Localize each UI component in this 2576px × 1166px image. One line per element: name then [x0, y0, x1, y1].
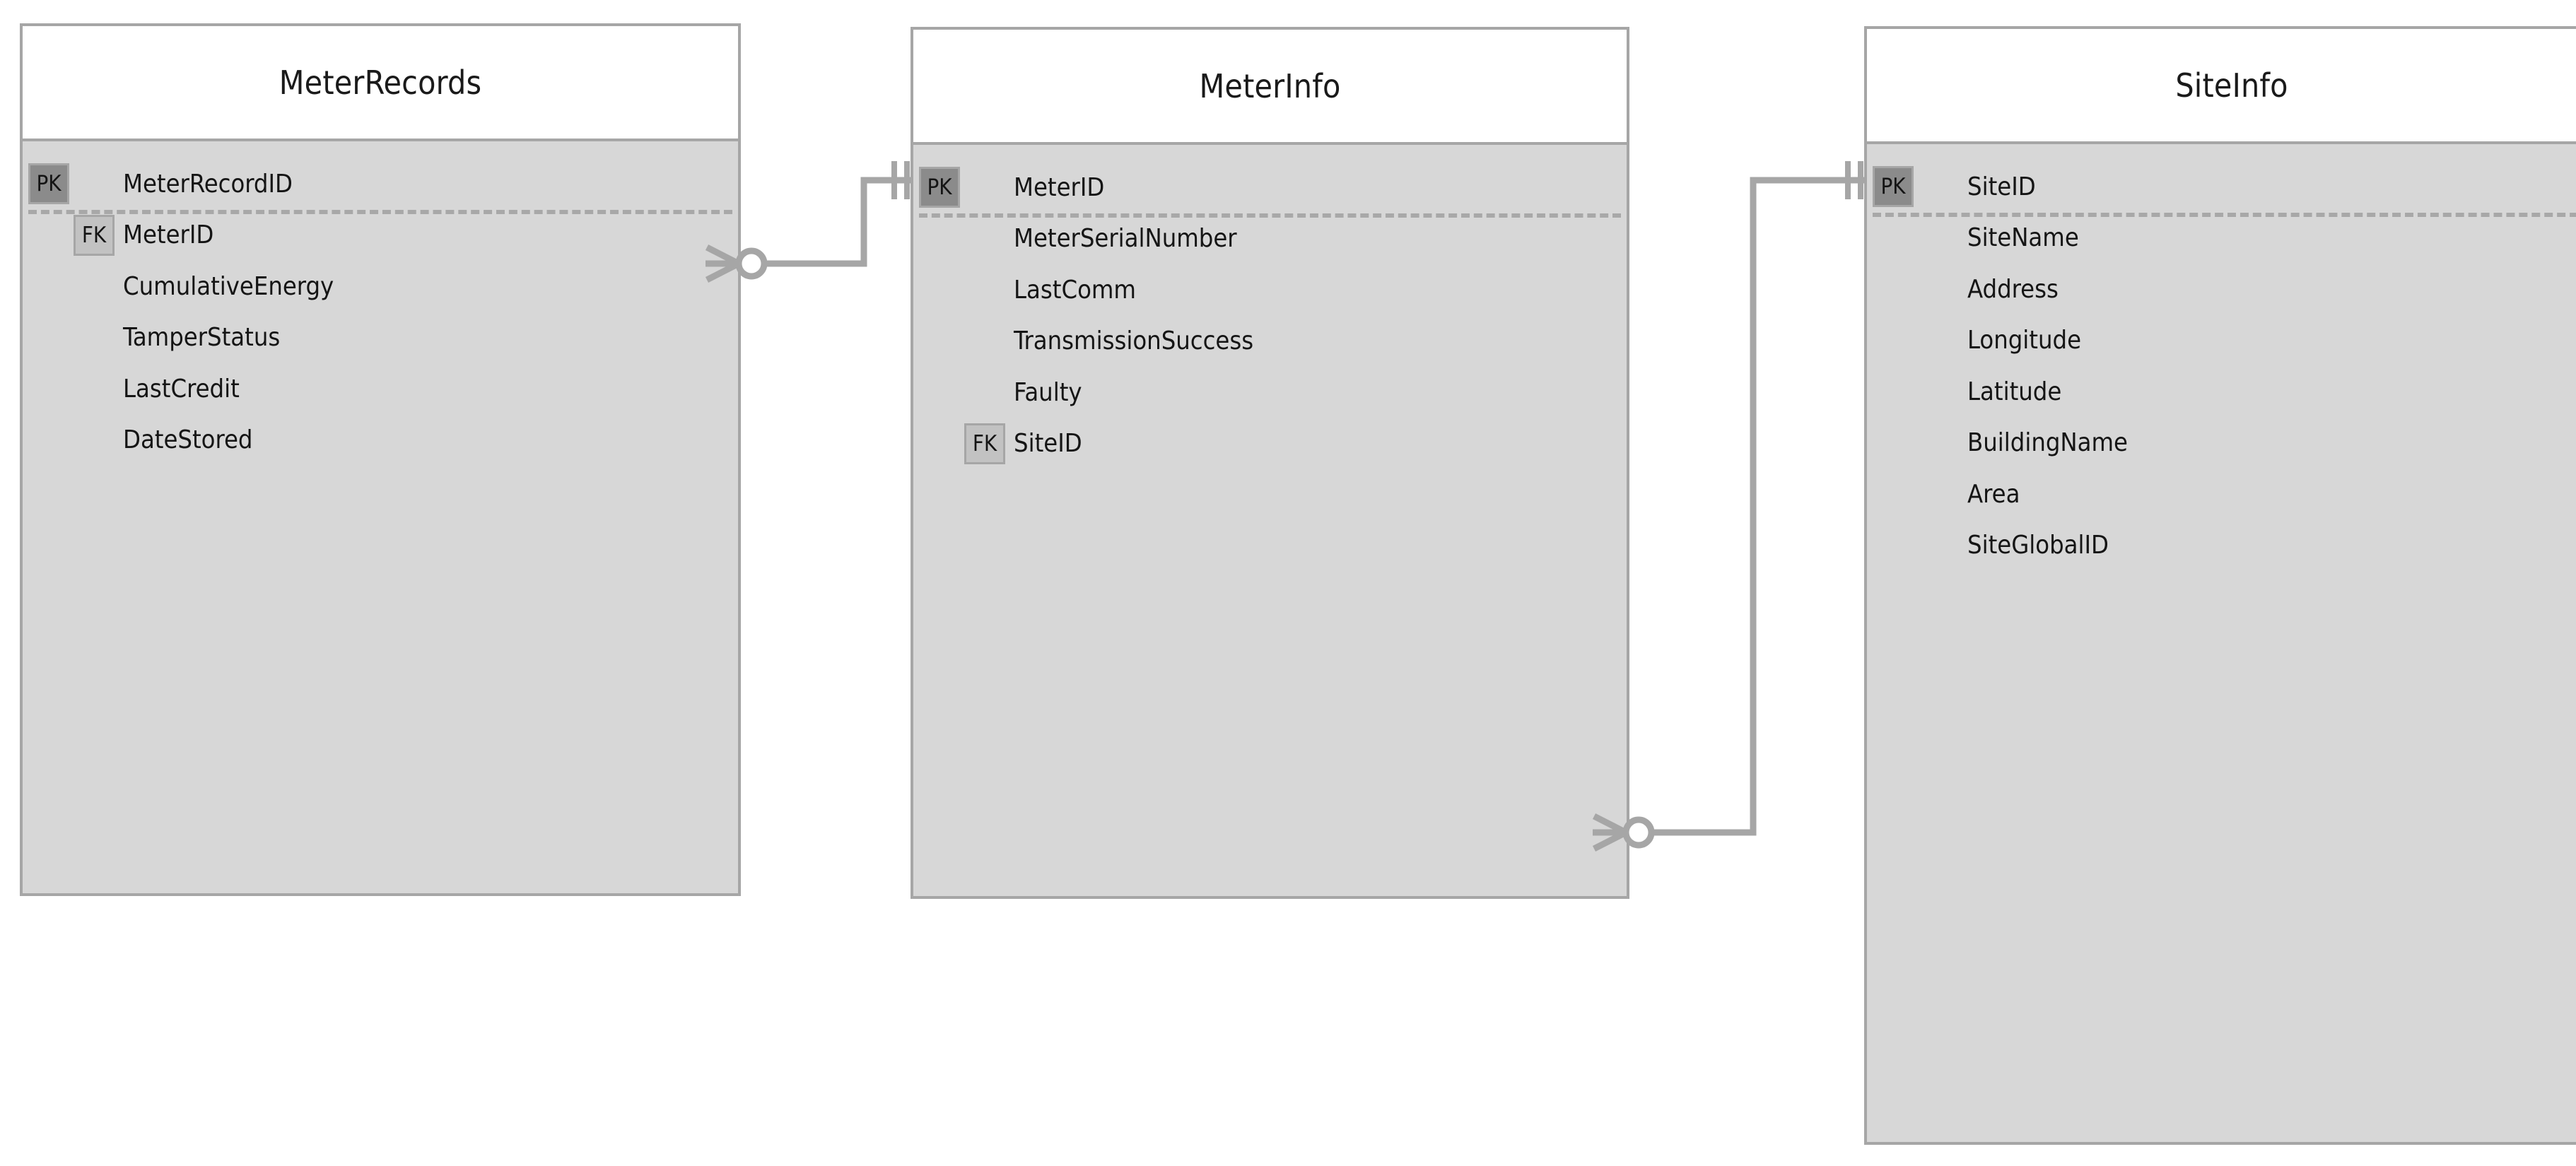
attribute-row[interactable]: Faulty	[913, 367, 1627, 418]
attribute-name: LastComm	[1014, 275, 1136, 305]
attribute-name: MeterID	[1014, 172, 1105, 202]
attribute-row[interactable]: PK MeterID	[913, 162, 1627, 213]
attribute-name: TransmissionSuccess	[1014, 326, 1254, 355]
attribute-name: Latitude	[1967, 377, 2062, 406]
cardinality-one-icon	[1845, 161, 1863, 199]
attribute-name: SiteName	[1967, 223, 2079, 252]
attribute-name: DateStored	[123, 425, 253, 454]
attribute-row[interactable]: DateStored	[23, 415, 738, 466]
relationship-meterinfo-siteinfo[interactable]	[1592, 161, 1864, 852]
key-separator	[1873, 213, 2576, 217]
attribute-row[interactable]: Address	[1867, 264, 2576, 314]
attribute-row[interactable]: SiteGlobalID	[1867, 520, 2576, 571]
attribute-row[interactable]: Latitude	[1867, 366, 2576, 417]
key-separator	[919, 213, 1621, 218]
attribute-name: SiteID	[1014, 429, 1082, 458]
attribute-name: BuildingName	[1967, 428, 2128, 457]
attribute-row[interactable]: FK MeterID	[23, 210, 738, 261]
primary-key-badge: PK	[28, 163, 69, 204]
attribute-name: CumulativeEnergy	[123, 271, 334, 301]
attribute-row[interactable]: Longitude	[1867, 315, 2576, 366]
entity-title: MeterInfo	[1199, 66, 1341, 105]
attribute-row[interactable]: TransmissionSuccess	[913, 316, 1627, 367]
attribute-row[interactable]: TamperStatus	[23, 312, 738, 363]
foreign-key-badge: FK	[964, 423, 1005, 464]
cardinality-zero-icon	[735, 247, 768, 280]
attribute-name: Area	[1967, 479, 2020, 509]
entity-header: MeterInfo	[911, 27, 1629, 145]
attribute-name: Faulty	[1014, 377, 1082, 407]
cardinality-one-icon	[891, 161, 910, 199]
entity-header: MeterRecords	[20, 23, 741, 141]
attribute-name: Longitude	[1967, 326, 2082, 355]
foreign-key-badge: FK	[74, 214, 115, 256]
attribute-row[interactable]: MeterSerialNumber	[913, 213, 1627, 264]
attribute-name: Address	[1967, 274, 2059, 304]
cardinality-zero-icon	[1622, 816, 1655, 849]
attribute-name: SiteID	[1967, 172, 2036, 201]
primary-key-badge: PK	[1873, 166, 1914, 207]
primary-key-badge: PK	[919, 167, 960, 208]
entity-header: SiteInfo	[1864, 26, 2576, 144]
entity-title: MeterRecords	[279, 63, 482, 102]
attribute-name: SiteGlobalID	[1967, 531, 2109, 560]
attribute-name: MeterID	[123, 220, 214, 249]
attribute-name: MeterSerialNumber	[1014, 224, 1237, 253]
attribute-name: MeterRecordID	[123, 169, 293, 199]
attribute-row[interactable]: FK SiteID	[913, 418, 1627, 469]
attribute-row[interactable]: PK SiteID	[1867, 161, 2576, 212]
attribute-row[interactable]: LastCredit	[23, 363, 738, 414]
attribute-row[interactable]: BuildingName	[1867, 418, 2576, 469]
attribute-row[interactable]: SiteName	[1867, 213, 2576, 264]
attribute-row[interactable]: PK MeterRecordID	[23, 158, 738, 209]
attribute-name: LastCredit	[123, 374, 240, 404]
entity-body: PK MeterRecordID FK MeterID CumulativeEnergy…	[20, 141, 741, 896]
attribute-name: TamperStatus	[123, 323, 281, 352]
attribute-row[interactable]: Area	[1867, 469, 2576, 519]
attribute-row[interactable]: CumulativeEnergy	[23, 261, 738, 312]
entity-title: SiteInfo	[2175, 66, 2288, 105]
key-separator	[28, 210, 732, 214]
attribute-row[interactable]: LastComm	[913, 264, 1627, 315]
